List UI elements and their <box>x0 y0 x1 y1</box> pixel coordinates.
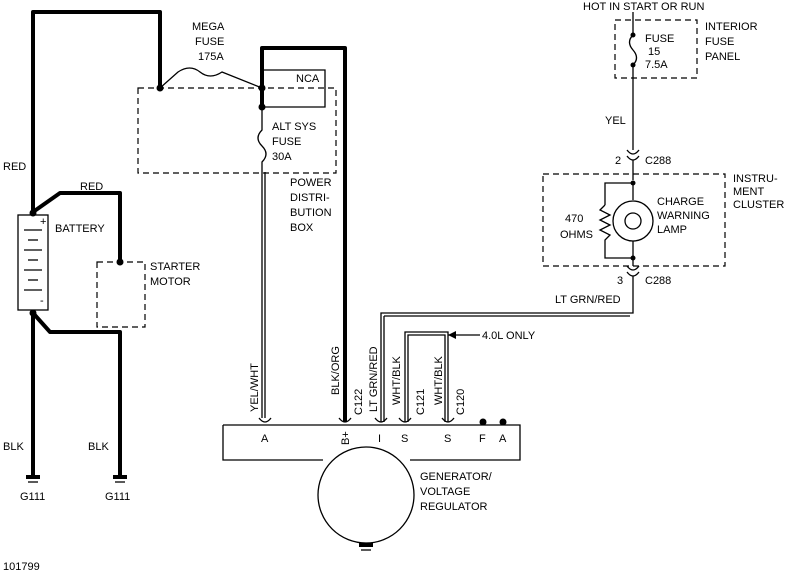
interior-fuse-panel-label-1: INTERIOR <box>705 21 758 33</box>
red-left-label: RED <box>3 161 26 173</box>
wht-blk2-label: WHT/BLK <box>433 355 445 405</box>
c122-label: C122 <box>353 389 365 415</box>
lt-grn-red-wire <box>380 276 634 422</box>
c288-bottom-label: C288 <box>645 275 671 287</box>
generator-label-1: GENERATOR/ <box>420 471 493 483</box>
red-top-label: RED <box>80 181 103 193</box>
fuse-15-symbol <box>628 12 638 150</box>
interior-fuse-panel-label-3: PANEL <box>705 51 740 63</box>
fuse15-label-2: 15 <box>648 46 660 58</box>
pdb-label-3: BUTION <box>290 207 332 219</box>
pdb-label-4: BOX <box>290 222 314 234</box>
alt-sys-fuse-label-1: ALT SYS <box>272 121 316 133</box>
yel-wht-label: YEL/WHT <box>249 363 261 412</box>
g111-2-label: G111 <box>105 491 130 503</box>
starter-motor-label-1: STARTER <box>150 261 200 273</box>
charge-lamp-label-1: CHARGE <box>657 196 704 208</box>
battery-plus-label: + <box>40 216 46 228</box>
charge-lamp-label-3: LAMP <box>657 224 687 236</box>
c120-label: C120 <box>455 389 467 415</box>
pdb-label-1: POWER <box>290 177 332 189</box>
generator-label-2: VOLTAGE <box>420 486 470 498</box>
blk-org-wire <box>260 46 347 422</box>
terminal-bplus-label: B+ <box>340 431 352 445</box>
starter-motor-label-2: MOTOR <box>150 276 191 288</box>
alt-sys-fuse-symbol <box>257 108 267 172</box>
interior-fuse-panel-outline <box>614 19 698 79</box>
mega-fuse-label-3: 175A <box>198 51 224 63</box>
mega-fuse-symbol <box>159 67 263 89</box>
blk-ground-wire-2 <box>31 311 122 475</box>
pdb-label-2: DISTRI- <box>290 192 330 204</box>
c288-top-label: C288 <box>645 155 671 167</box>
pin3-label: 3 <box>617 275 623 287</box>
4l-only-label: 4.0L ONLY <box>482 330 536 342</box>
instrument-cluster-label-3: CLUSTER <box>733 199 784 211</box>
blk2-label: BLK <box>88 441 109 453</box>
blk1-label: BLK <box>3 441 24 453</box>
instrument-cluster-label-2: MENT <box>733 186 764 198</box>
blk-org-label: BLK/ORG <box>330 346 342 395</box>
terminal-s2-label: S <box>444 433 451 445</box>
wht-blk1-label: WHT/BLK <box>391 355 403 405</box>
charge-lamp-label-2: WARNING <box>657 210 710 222</box>
yel-label: YEL <box>605 115 626 127</box>
lt-grn-red-vertical-label: LT GRN/RED <box>368 346 380 412</box>
c288-top-connector <box>626 149 640 161</box>
c288-bottom-connector <box>626 265 640 277</box>
fuse15-label-3: 7.5A <box>645 59 668 71</box>
interior-fuse-panel-label-2: FUSE <box>705 36 734 48</box>
mega-fuse-label-1: MEGA <box>192 21 225 33</box>
red-wire-battery-to-mega-fuse <box>31 10 162 212</box>
battery-minus-label: - <box>40 295 44 307</box>
charge-warning-lamp-symbol <box>612 200 654 242</box>
battery-label: BATTERY <box>55 223 105 235</box>
instrument-cluster-label-1: INSTRU- <box>733 173 778 185</box>
terminal-a1-label: A <box>261 433 269 445</box>
resistor-label-2: OHMS <box>560 229 593 241</box>
fuse15-label-1: FUSE <box>645 33 674 45</box>
wht-blk-wire-c121 <box>404 331 449 422</box>
terminal-i-label: I <box>378 433 381 445</box>
g111-ground-symbol-1 <box>26 475 40 483</box>
instrument-cluster-outline <box>542 173 726 267</box>
mega-fuse-label-2: FUSE <box>195 36 224 48</box>
terminal-f-label: F <box>479 433 486 445</box>
red-wire-to-starter <box>31 191 122 262</box>
fuse-bus-node <box>258 103 266 111</box>
starter-motor-outline <box>96 261 146 328</box>
generator-symbol <box>317 446 415 544</box>
resistor-label-1: 470 <box>565 213 583 225</box>
figure-id-label: 101799 <box>3 561 40 573</box>
generator-label-3: REGULATOR <box>420 501 487 513</box>
nca-label: NCA <box>296 73 320 85</box>
pin2-label: 2 <box>615 155 621 167</box>
alt-sys-fuse-label-2: FUSE <box>272 136 301 148</box>
terminal-a2-label: A <box>499 433 507 445</box>
power-distribution-box-outline <box>137 87 337 174</box>
g111-1-label: G111 <box>20 491 45 503</box>
generator-ground-symbol <box>359 543 373 551</box>
lt-grn-red-horizontal-label: LT GRN/RED <box>555 294 621 306</box>
hot-in-start-label: HOT IN START OR RUN <box>583 1 704 13</box>
resistor-470-ohms <box>598 204 633 259</box>
alt-sys-fuse-label-3: 30A <box>272 151 292 163</box>
c121-label: C121 <box>415 389 427 415</box>
g111-ground-symbol-2 <box>113 475 127 483</box>
terminal-s1-label: S <box>401 433 408 445</box>
generator-terminal-block <box>222 424 521 461</box>
